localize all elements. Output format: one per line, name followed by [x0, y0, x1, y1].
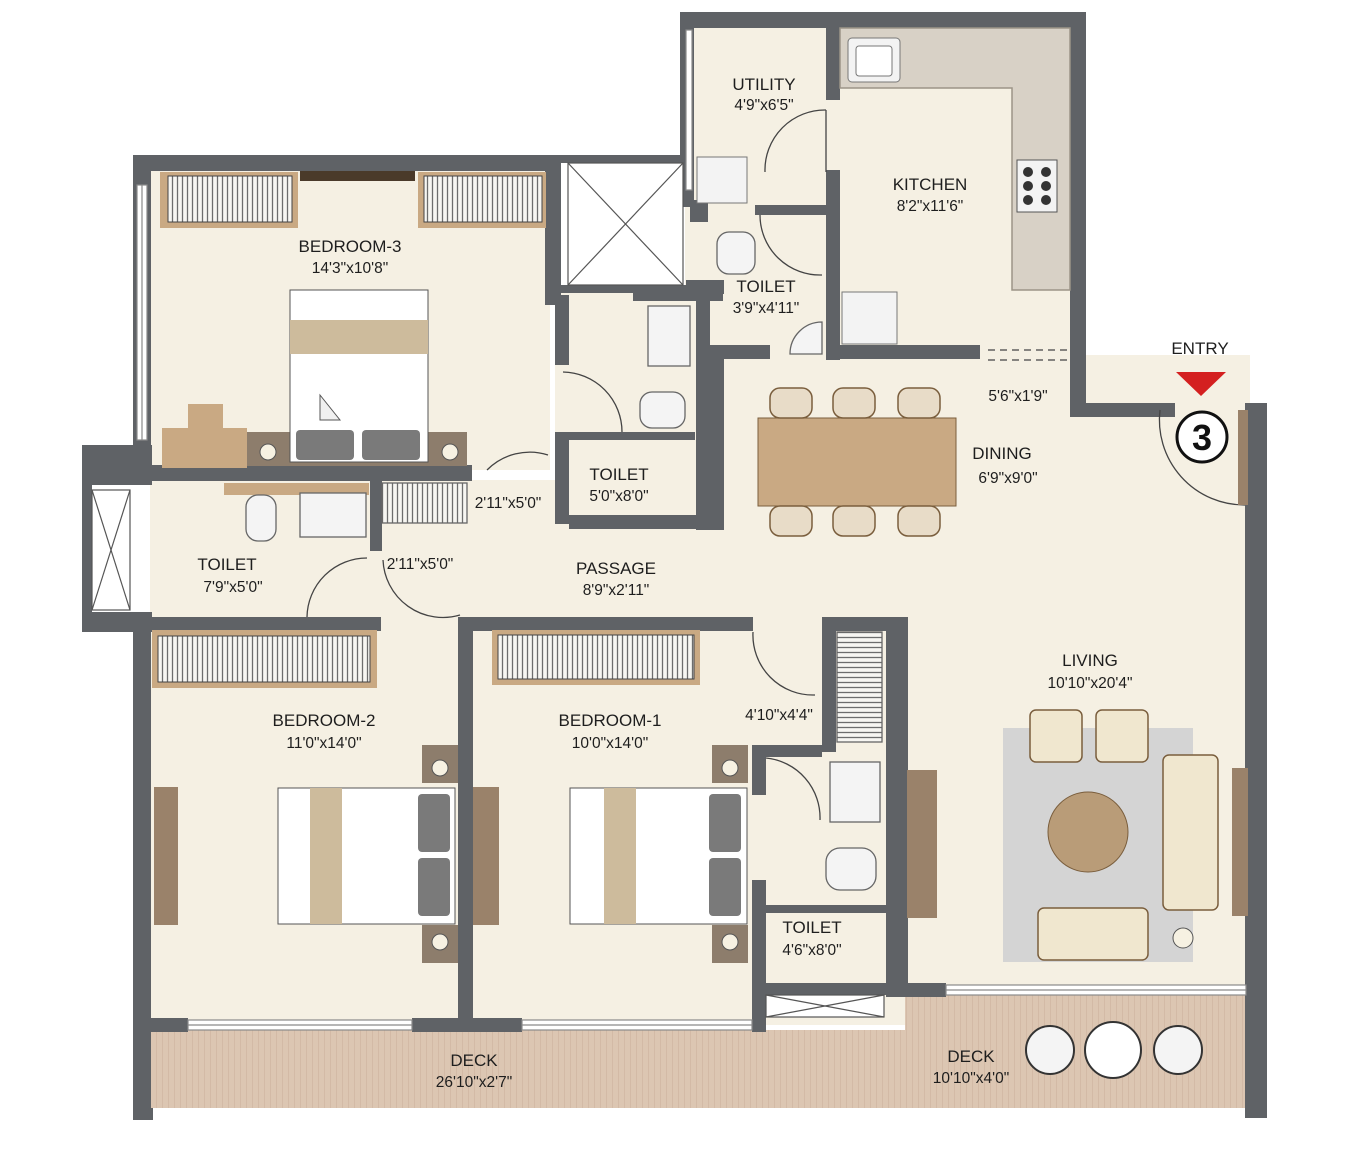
wardrobe-a-size: 2'11"x5'0": [475, 495, 542, 512]
utility-size: 4'9"x6'5": [734, 97, 793, 114]
doors: [306, 109, 1246, 821]
deck-furniture: [1025, 1021, 1203, 1079]
dining-label: DINING: [972, 444, 1032, 463]
toilet-fixtures: [224, 231, 883, 891]
bedroom3-size: 14'3"x10'8": [312, 260, 388, 277]
room-labels: UTILITY 4'9"x6'5" KITCHEN 8'2"x11'6" BED…: [197, 75, 1132, 1091]
toilet-west-size: 7'9"x5'0": [203, 579, 262, 596]
dining-set: [757, 387, 957, 537]
unit-number-badge: [1175, 410, 1229, 464]
deck-left-size: 26'10"x2'7": [436, 1074, 512, 1091]
toilet-kitchen-size: 3'9"x4'11": [733, 300, 800, 317]
kitchen-label: KITCHEN: [893, 175, 968, 194]
bedroom1-furniture: [492, 630, 748, 963]
living-size: 10'10"x20'4": [1047, 675, 1132, 692]
bedroom3-label: BEDROOM-3: [299, 237, 402, 256]
entry-label: ENTRY: [1171, 339, 1228, 358]
bedroom1-label: BEDROOM-1: [559, 711, 662, 730]
windows: [136, 29, 1247, 1031]
deck-left-label: DECK: [450, 1051, 498, 1070]
bedroom1-size: 10'0"x14'0": [572, 735, 648, 752]
toilet-centre-size: 5'0"x8'0": [589, 488, 648, 505]
bedroom2-furniture: [152, 630, 499, 963]
toilet-bed1-label: TOILET: [782, 918, 841, 937]
entry-marker: ENTRY 3: [1171, 339, 1229, 464]
deck-right-label: DECK: [947, 1047, 995, 1066]
wardrobe-b-size: 2'11"x5'0": [387, 556, 454, 573]
entry-arrow-icon: [1176, 372, 1226, 396]
toilet-centre-label: TOILET: [589, 465, 648, 484]
living-label: LIVING: [1062, 651, 1118, 670]
deck-right-size: 10'10"x4'0": [933, 1070, 1009, 1087]
shafts: [91, 162, 885, 1018]
toilet-kitchen-label: TOILET: [736, 277, 795, 296]
dining-size: 6'9"x9'0": [978, 470, 1037, 487]
unit-number: 3: [1192, 417, 1212, 458]
passage-label: PASSAGE: [576, 559, 656, 578]
bedroom2-label: BEDROOM-2: [273, 711, 376, 730]
living-set: [907, 410, 1248, 962]
foyer-size: 5'6"x1'9": [988, 388, 1047, 405]
toilet-bed1-size: 4'6"x8'0": [782, 942, 841, 959]
utility-label: UTILITY: [732, 75, 795, 94]
bed1-closet-size: 4'10"x4'4": [745, 707, 813, 724]
kitchen-size: 8'2"x11'6": [897, 198, 964, 215]
toilet-west-label: TOILET: [197, 555, 256, 574]
passage-size: 8'9"x2'11": [583, 582, 650, 599]
bedroom3-furniture: [160, 171, 546, 468]
bedroom2-size: 11'0"x14'0": [286, 735, 361, 752]
kitchen-counter: [696, 27, 1071, 345]
